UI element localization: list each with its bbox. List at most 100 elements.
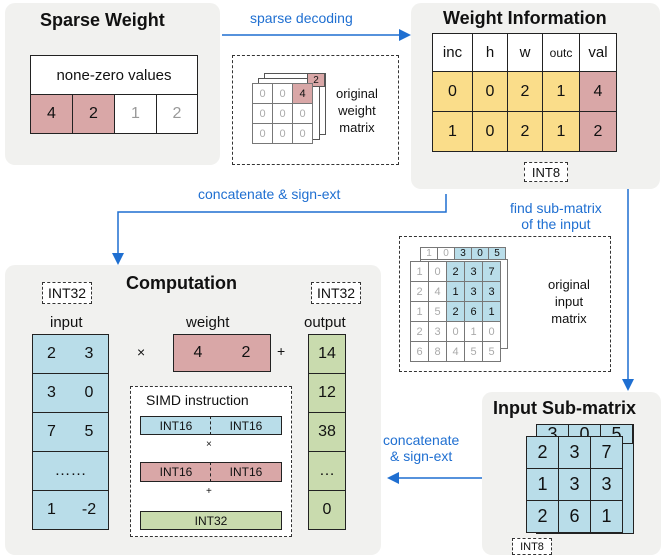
int32-tag-left: INT32	[42, 282, 92, 304]
submatrix-cell: 6	[558, 500, 591, 533]
submatrix-cell: 2	[526, 436, 559, 469]
mini-weight-cell: 0	[252, 83, 273, 104]
concat-top-arrow	[112, 194, 447, 265]
input-matrix-cell: 5	[428, 301, 447, 322]
input-matrix-cell: 5	[464, 341, 483, 362]
input-cell: 3	[70, 334, 109, 374]
submatrix-cell: 7	[590, 436, 623, 469]
mini-weight-cell: 4	[292, 83, 313, 104]
weight-info-header: w	[507, 33, 543, 72]
simd-title: SIMD instruction	[146, 392, 249, 408]
mini-weight-cell: 0	[292, 103, 313, 124]
mini-weight-cell: 0	[292, 123, 313, 144]
input-cell: 2	[32, 334, 71, 374]
computation-title: Computation	[126, 273, 237, 293]
input-matrix-cell: 3	[464, 261, 483, 282]
output-cell: 38	[308, 412, 346, 452]
simd-plus-symbol: +	[206, 486, 212, 497]
input-matrix-cell: 2	[410, 281, 429, 302]
input-matrix-cell: 8	[428, 341, 447, 362]
input-matrix-cell: 0	[428, 261, 447, 282]
weight-info-cell: 4	[579, 71, 617, 112]
output-cell: 14	[308, 334, 346, 374]
input-matrix-cell: 1	[464, 321, 483, 342]
sparse-weight-title: Sparse Weight	[40, 10, 165, 30]
weight-info-title: Weight Information	[443, 8, 607, 28]
weight-matrix-label: original weight matrix	[336, 86, 378, 135]
output-column-label: output	[304, 314, 346, 331]
input-matrix-cell: 2	[446, 261, 465, 282]
input-matrix-cell: 4	[428, 281, 447, 302]
input-matrix-cell: 0	[446, 321, 465, 342]
simd-red-cell: INT16	[210, 462, 282, 482]
submatrix-cell: 3	[558, 436, 591, 469]
weight-info-cell: 0	[472, 71, 508, 112]
input-cell: 7	[32, 412, 71, 452]
mini-weight-cell: 0	[252, 123, 273, 144]
weight-value: 4	[173, 334, 223, 372]
times-symbol: ×	[137, 344, 146, 360]
input-matrix-cell: 1	[410, 261, 429, 282]
nonzero-header: none-zero values	[30, 55, 198, 95]
output-cell: …	[308, 451, 346, 491]
weight-info-cell: 2	[579, 111, 617, 152]
output-cell: 12	[308, 373, 346, 413]
input-cell: 5	[70, 412, 109, 452]
input-cell: 1	[32, 490, 71, 530]
nonzero-value: 2	[72, 94, 115, 134]
input-matrix-cell: 3	[482, 281, 501, 302]
mini-weight-cell: 0	[272, 123, 293, 144]
input-matrix-cell: 2	[446, 301, 465, 322]
weight-info-header: inc	[432, 33, 473, 72]
weight-info-cell: 0	[432, 71, 473, 112]
mini-weight-cell: 0	[272, 103, 293, 124]
input-matrix-cell: 1	[482, 301, 501, 322]
input-ellipsis-cell: ……	[32, 451, 109, 491]
weight-info-cell: 2	[507, 111, 543, 152]
simd-blue-cell: INT16	[210, 416, 282, 435]
input-matrix-cell: 3	[464, 281, 483, 302]
submatrix-int8-tag: INT8	[512, 538, 552, 555]
submatrix-cell: 3	[590, 468, 623, 501]
submatrix-cell: 1	[590, 500, 623, 533]
input-matrix-cell: 1	[446, 281, 465, 302]
weight-info-cell: 2	[507, 71, 543, 112]
nonzero-value: 4	[30, 94, 73, 134]
input-matrix-cell: 2	[410, 321, 429, 342]
concat-top-label: concatenate & sign-ext	[198, 186, 341, 202]
submatrix-cell: 3	[558, 468, 591, 501]
weight-info-cell: 1	[542, 71, 580, 112]
input-matrix-cell: 1	[410, 301, 429, 322]
weight-info-cell: 1	[432, 111, 473, 152]
input-matrix-label: original input matrix	[548, 277, 590, 326]
input-matrix-cell: 5	[482, 341, 501, 362]
nonzero-value: 2	[156, 94, 198, 134]
weight-info-cell: 1	[542, 111, 580, 152]
sparse-decoding-label: sparse decoding	[250, 10, 353, 26]
input-cell: 0	[70, 373, 109, 413]
input-cell: 3	[32, 373, 71, 413]
simd-red-cell: INT16	[140, 462, 211, 482]
submatrix-cell: 1	[526, 468, 559, 501]
input-matrix-cell: 0	[482, 321, 501, 342]
weight-info-header: h	[472, 33, 508, 72]
input-cell: -2	[70, 490, 109, 530]
plus-symbol: +	[277, 343, 286, 359]
simd-times-symbol: ×	[206, 439, 212, 450]
int32-tag-right: INT32	[311, 282, 361, 304]
nonzero-value: 1	[114, 94, 157, 134]
input-column-label: input	[50, 314, 83, 331]
find-submatrix-label: find sub-matrix of the input	[510, 200, 602, 232]
mini-weight-cell: 0	[272, 83, 293, 104]
submatrix-cell: 2	[526, 500, 559, 533]
concat-bottom-label: concatenate & sign-ext	[383, 432, 460, 464]
weight-value: 2	[222, 334, 271, 372]
weight-info-int8-tag: INT8	[524, 162, 568, 182]
simd-green-cell: INT32	[140, 511, 282, 530]
input-matrix-cell: 4	[446, 341, 465, 362]
input-submatrix-title: Input Sub-matrix	[493, 398, 636, 418]
weight-info-header: outc	[542, 33, 580, 72]
mini-weight-cell: 0	[252, 103, 273, 124]
